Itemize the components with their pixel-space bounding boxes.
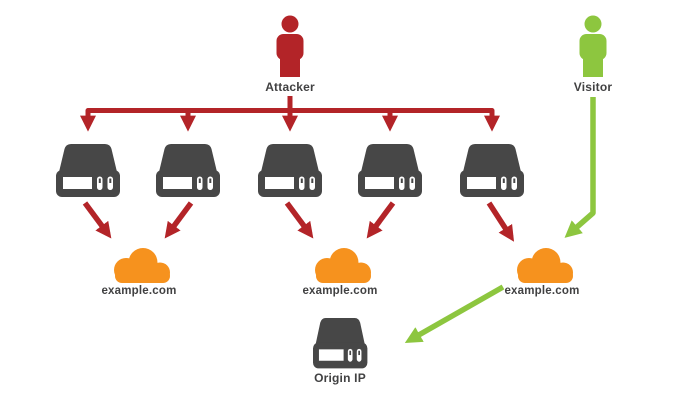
fanout-bus-line	[80, 108, 500, 132]
attack-arrow-s2-c1	[164, 201, 194, 239]
server-to-cloud-arrows	[82, 201, 515, 242]
edge-server-icon-5	[460, 144, 524, 197]
cloud-icon-2	[315, 248, 371, 283]
edge-server-icon-1	[56, 144, 120, 197]
cloud-icon-1	[114, 248, 170, 283]
attack-arrow-s4-c2	[366, 201, 396, 239]
cloud-label-2: example.com	[302, 285, 378, 297]
visitor-person-icon	[579, 15, 607, 77]
attacker-label: Attacker	[265, 80, 315, 94]
edge-server-icon-4	[358, 144, 422, 197]
attacker-person-icon	[276, 15, 304, 77]
cloud-to-origin-arrow	[404, 284, 505, 343]
attack-fanout-arrows	[80, 96, 500, 132]
visitor-traffic-arrows	[404, 97, 596, 343]
origin-server-icon	[313, 318, 368, 369]
edge-server-icon-3	[258, 144, 322, 197]
origin-ip-label: Origin IP	[314, 371, 366, 385]
cloud-label-1: example.com	[101, 285, 177, 297]
visitor-label: Visitor	[573, 80, 613, 94]
attack-arrow-s3-c2	[284, 201, 314, 239]
visitor-to-cloud-arrow	[564, 97, 596, 238]
attack-arrow-s1-c1	[82, 201, 112, 239]
edge-server-icon-2	[156, 144, 220, 197]
attack-arrow-s5-c3	[486, 201, 515, 242]
cloud-icon-3	[517, 248, 573, 283]
cloud-label-3: example.com	[504, 285, 580, 297]
